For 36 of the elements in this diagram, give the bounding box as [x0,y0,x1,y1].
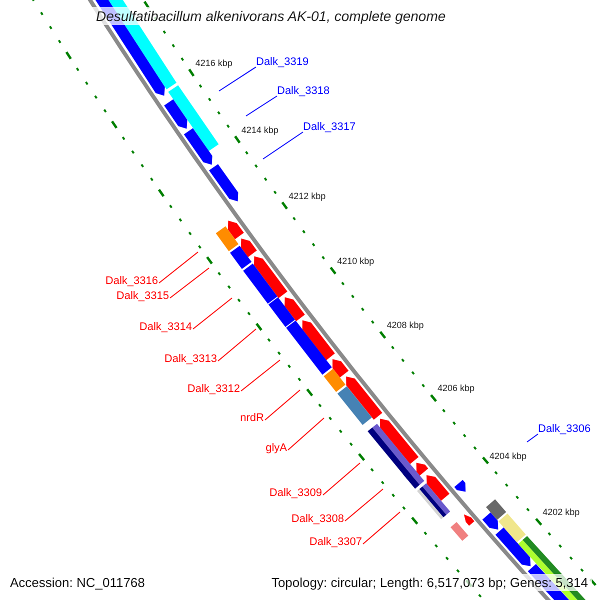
leader-line [526,434,538,442]
gene-label: Dalk_3312 [187,382,240,396]
position-label: 4202 kbp [542,506,580,518]
gene-label: Dalk_3307 [309,535,362,549]
position-label: 4204 kbp [490,451,527,462]
position-label: 4208 kbp [386,320,424,331]
gene-label: nrdR [240,411,264,425]
leader-line [158,252,198,284]
gene-label: Dalk_3308 [291,512,344,526]
gene-label: Dalk_3314 [139,320,192,334]
gene-label: Dalk_3316 [105,274,158,288]
position-label: 4212 kbp [288,190,326,202]
leader-line [246,96,278,116]
gene-label: Dalk_3306 [538,422,591,436]
position-label: 4216 kbp [195,58,232,69]
gene-label: Dalk_3313 [164,352,217,366]
gene-label: Dalk_3317 [303,120,356,134]
gene-label: glyA [266,441,287,455]
leader-line [362,512,400,544]
leader-line [264,390,300,420]
gene-label: Dalk_3309 [269,486,322,500]
leader-line [288,418,324,450]
position-label: 4214 kbp [241,124,278,136]
leader-line [344,488,384,522]
gene-label: Dalk_3318 [277,84,330,98]
gene-label: Dalk_3315 [116,289,169,303]
leader-line [218,66,256,92]
leader-line [240,360,280,392]
position-label: 4206 kbp [438,383,475,394]
position-label: 4210 kbp [337,256,374,267]
leader-line [170,268,210,298]
leader-line [192,298,232,330]
gene-label: Dalk_3319 [256,55,309,69]
leader-line [262,132,304,160]
leader-line [322,462,360,496]
leader-line [218,328,256,362]
